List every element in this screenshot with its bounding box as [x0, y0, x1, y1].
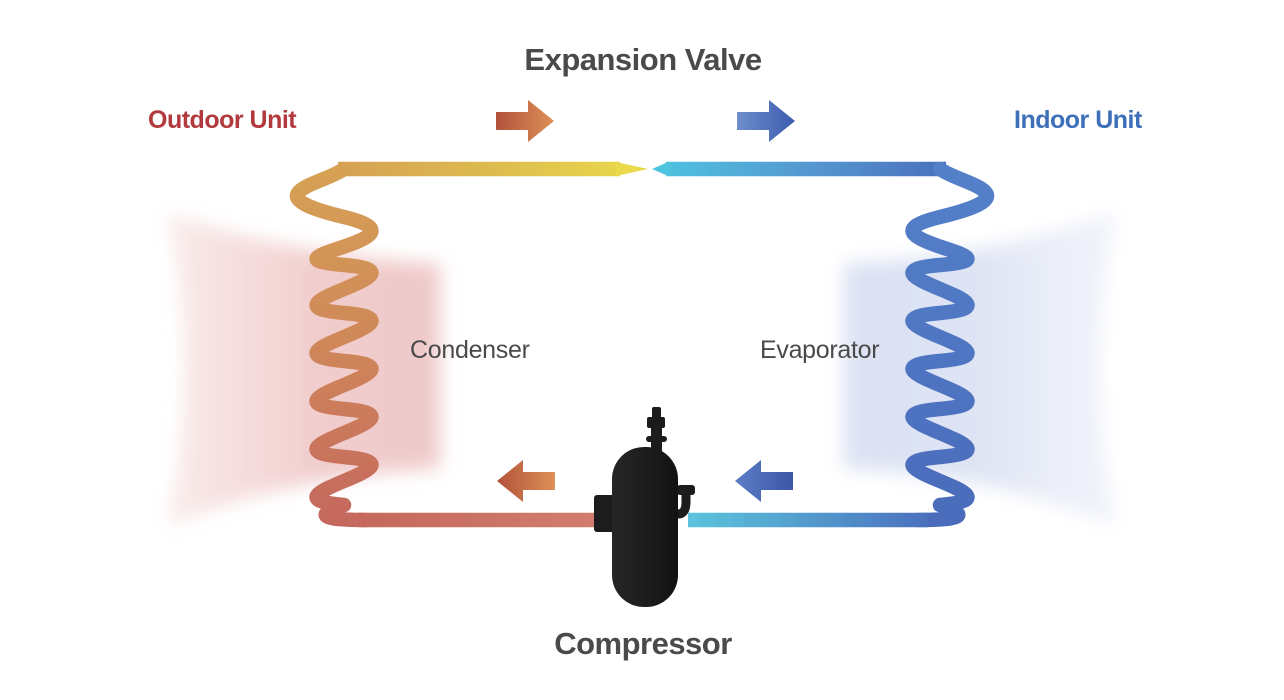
- evaporator-coil: [905, 161, 995, 528]
- outdoor-unit-label: Outdoor Unit: [148, 106, 297, 134]
- expansion-valve-left-tip: [616, 162, 648, 176]
- indoor-unit-label: Indoor Unit: [1014, 106, 1142, 134]
- cool-air-glow: [844, 212, 1116, 526]
- evaporator-label: Evaporator: [760, 336, 880, 364]
- expansion-valve-right-tip: [652, 162, 668, 176]
- condenser-label: Condenser: [410, 336, 530, 364]
- hot-air-glow: [168, 212, 440, 526]
- compressor-valve-collar: [646, 436, 667, 442]
- bottom-left-flow-arrow: [497, 460, 555, 502]
- bottom-right-flow-arrow: [735, 460, 793, 502]
- compressor-outlet-elbow: [670, 493, 691, 519]
- compressor-label: Compressor: [554, 626, 732, 661]
- compressor-body: [612, 447, 678, 607]
- condenser-coil: [289, 161, 379, 528]
- compressor-graphic: [594, 407, 695, 607]
- compressor-outlet-cap: [677, 485, 695, 495]
- top-right-flow-arrow: [737, 100, 795, 142]
- top-left-flow-arrow: [496, 100, 554, 142]
- expansion-valve-title: Expansion Valve: [524, 42, 762, 77]
- compressor-valve-cap: [647, 417, 665, 428]
